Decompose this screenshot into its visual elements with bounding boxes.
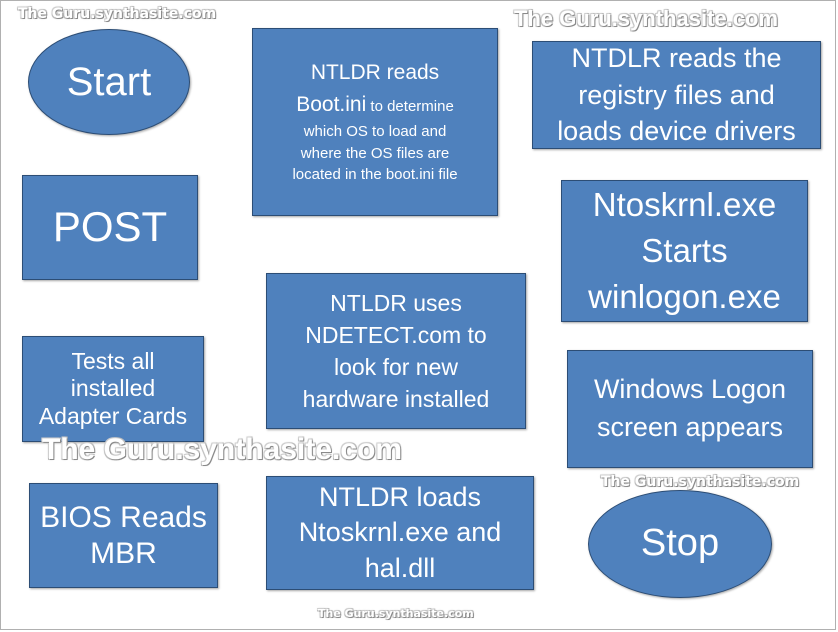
ndetect-line-2: NDETECT.com to: [305, 321, 487, 348]
ndetect-line-1: NTLDR uses: [330, 289, 462, 316]
ntldr-reads-line-5: located in the boot.ini file: [292, 166, 458, 184]
ntoskrnl-line-2: Starts: [641, 231, 728, 269]
ntldr-loads-line-1: NTLDR loads: [318, 482, 482, 513]
watermark-bottom-center: The Guru.synthasite.com: [318, 607, 474, 620]
boot-ini-label: Boot.ini: [296, 93, 367, 117]
stop-label: Stop: [640, 522, 720, 565]
ndetect-line-4: hardware installed: [302, 386, 490, 413]
ntldr-reads-line-3: which OS to load and: [303, 122, 447, 140]
ntldr-loads-line-3: hal.dll: [364, 552, 436, 583]
ntldr-reads-line-4: where the OS files are: [300, 144, 450, 162]
tests-adapter-line-1: Tests all: [71, 347, 155, 374]
bios-reads-line-2: MBR: [90, 536, 157, 570]
ntldr-reads-boot-node: NTLDR reads Boot.ini to determine which …: [252, 28, 498, 216]
to-determine-label: to determine: [366, 98, 454, 116]
post-label: POST: [52, 203, 168, 251]
registry-line-2: registry files and: [578, 79, 775, 110]
ntldr-loads-line-2: Ntoskrnl.exe and: [298, 517, 502, 548]
tests-adapter-line-3: Adapter Cards: [38, 402, 188, 429]
registry-line-3: loads device drivers: [557, 116, 796, 147]
ntldr-loads-node: NTLDR loads Ntoskrnl.exe and hal.dll: [266, 476, 534, 590]
logon-line-1: Windows Logon: [593, 374, 787, 405]
watermark-top-right: The Guru.synthasite.com: [514, 6, 779, 31]
watermark-top-left: The Guru.synthasite.com: [18, 6, 217, 22]
ntldr-reads-line-2: Boot.ini to determine: [296, 90, 454, 120]
tests-adapter-node: Tests all installed Adapter Cards: [22, 336, 204, 442]
registry-line-1: NTDLR reads the: [571, 43, 782, 74]
windows-logon-node: Windows Logon screen appears: [567, 350, 813, 468]
stop-node: Stop: [588, 490, 772, 598]
ntdlr-registry-node: NTDLR reads the registry files and loads…: [532, 41, 821, 149]
start-node: Start: [28, 29, 190, 135]
ntoskrnl-line-3: winlogon.exe: [588, 278, 781, 316]
start-label: Start: [66, 60, 152, 104]
ntoskrnl-line-1: Ntoskrnl.exe: [592, 185, 777, 223]
ntldr-reads-line-1: NTLDR reads: [310, 60, 440, 84]
watermark-center-large: The Guru.synthasite.com: [42, 433, 403, 466]
tests-adapter-line-2: installed: [70, 375, 156, 402]
post-node: POST: [22, 175, 198, 280]
bios-reads-line-1: BIOS Reads: [40, 500, 207, 534]
bios-reads-node: BIOS Reads MBR: [29, 483, 218, 588]
watermark-right-small: The Guru.synthasite.com: [601, 474, 800, 490]
ntoskrnl-starts-node: Ntoskrnl.exe Starts winlogon.exe: [561, 180, 808, 322]
logon-line-2: screen appears: [596, 412, 784, 442]
ntldr-ndetect-node: NTLDR uses NDETECT.com to look for new h…: [266, 273, 526, 429]
ndetect-line-3: look for new: [333, 354, 458, 380]
